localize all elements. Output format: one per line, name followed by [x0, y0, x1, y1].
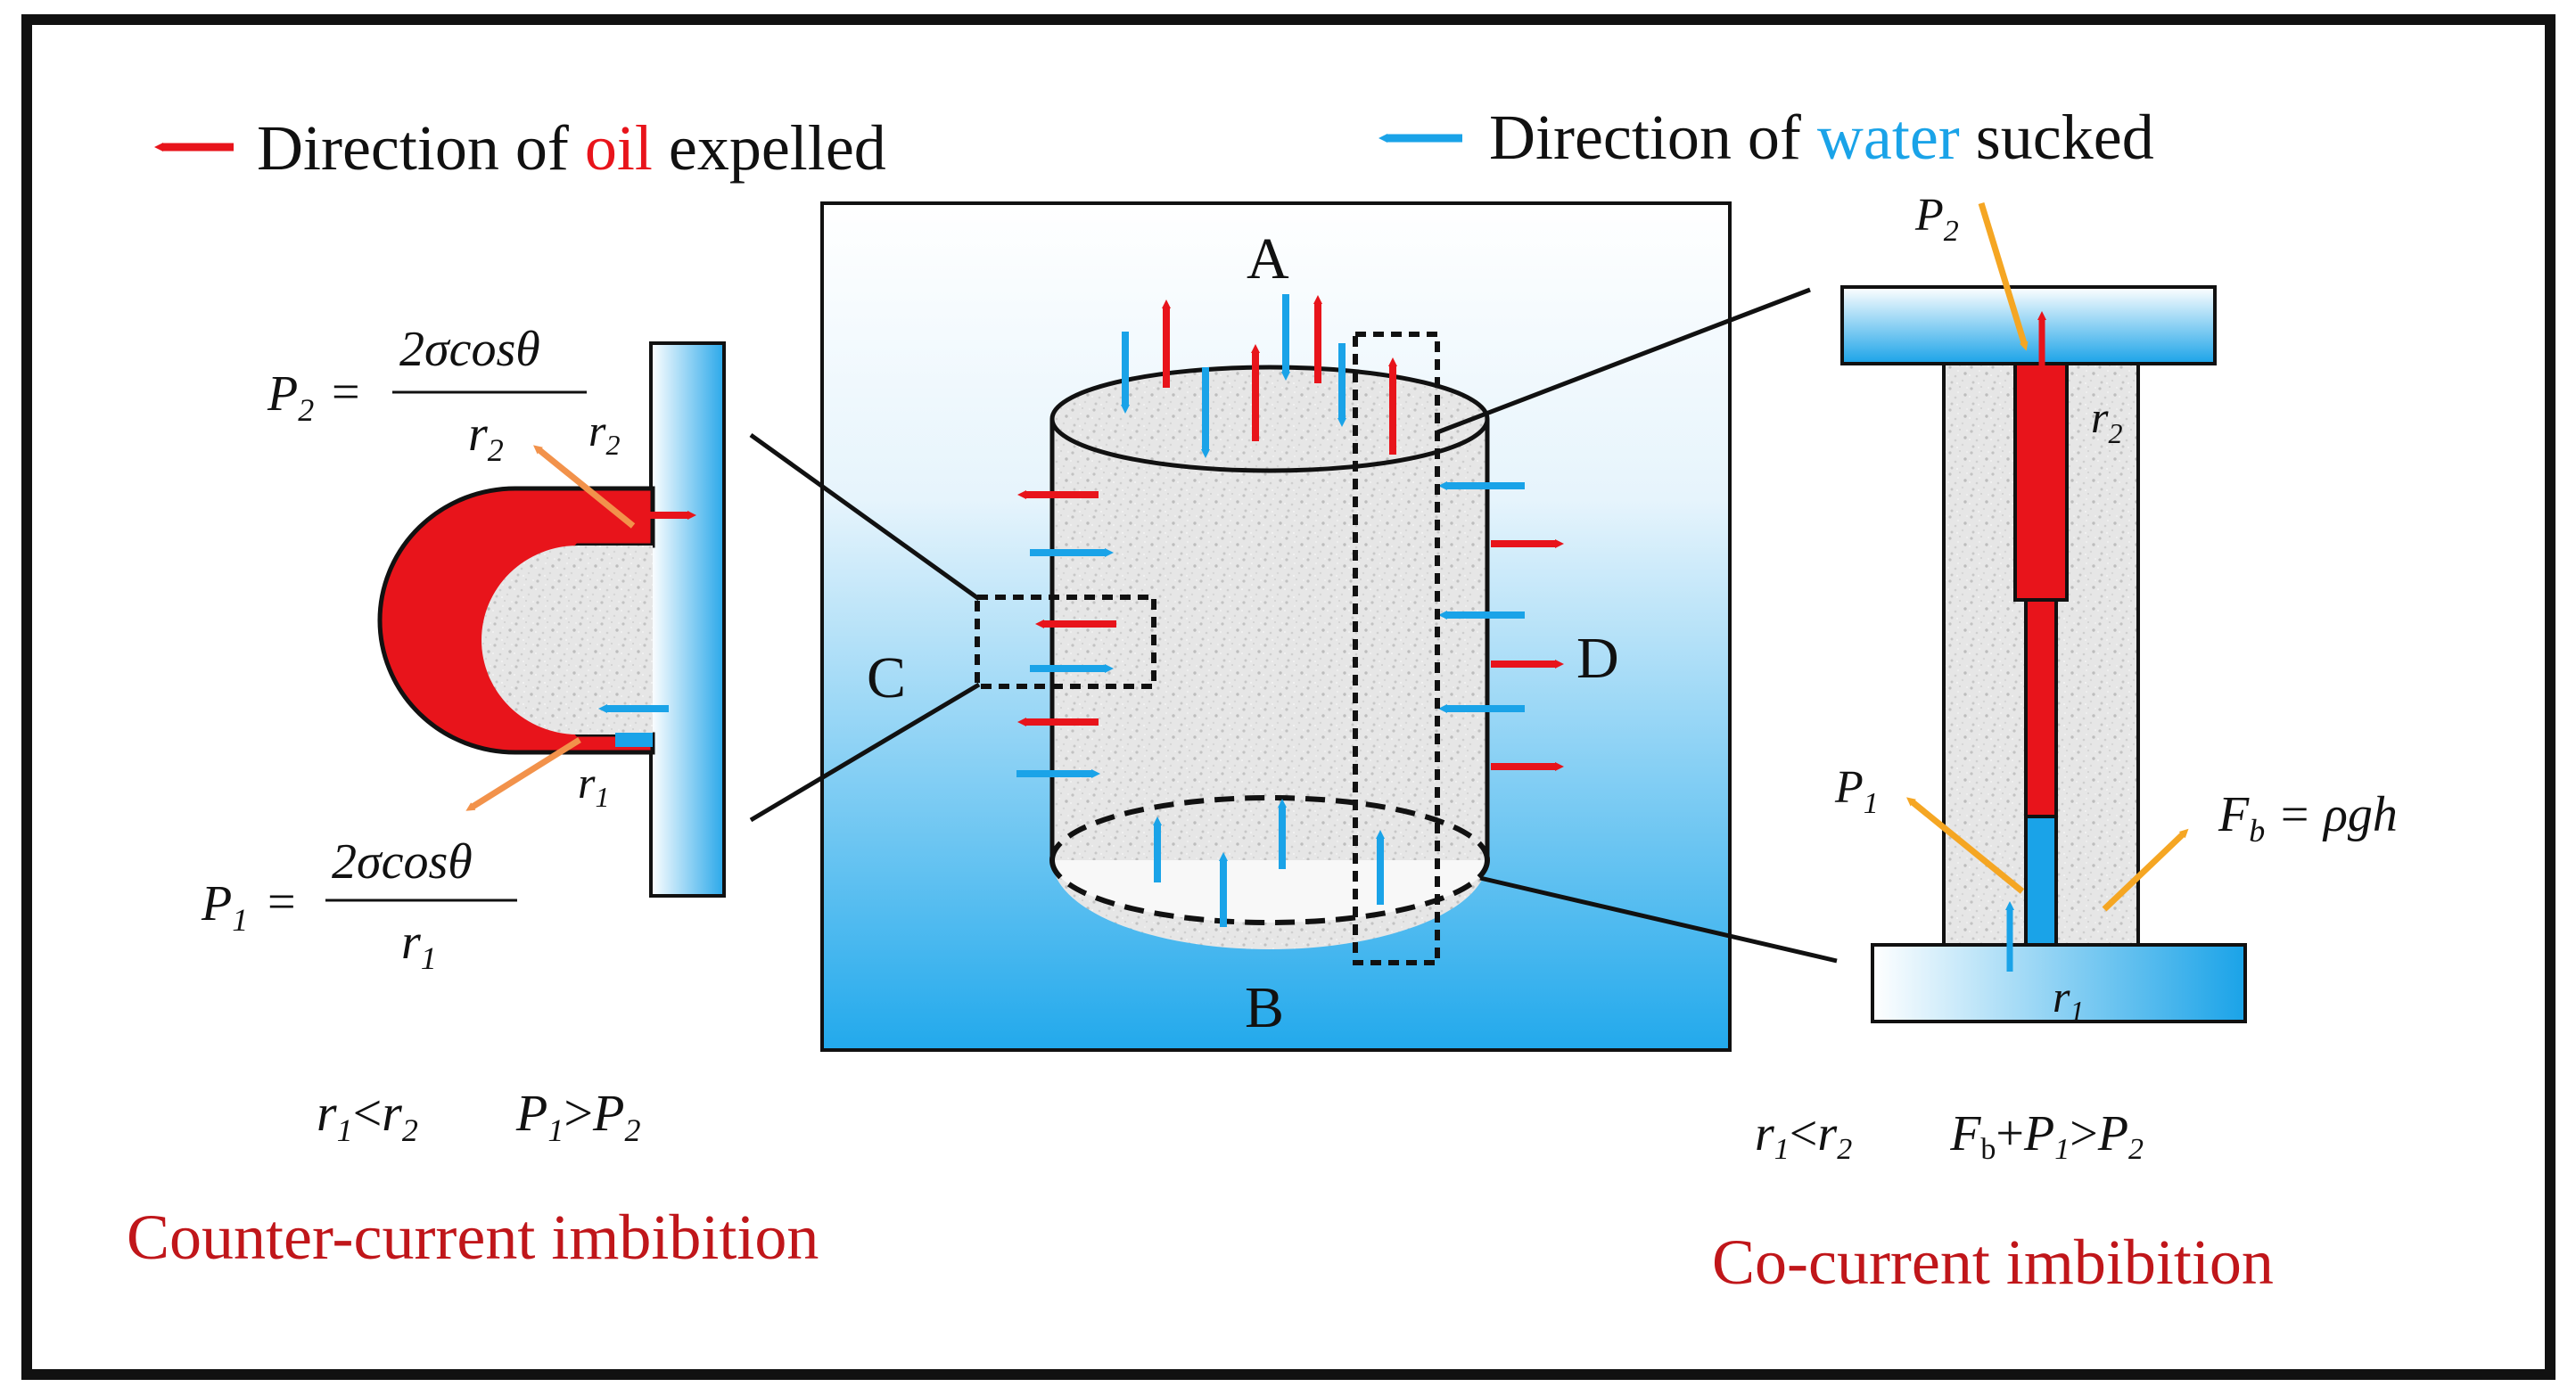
left-r1-label: r1: [578, 758, 609, 813]
left-capillary: [377, 486, 655, 755]
left-water-slug: [615, 733, 653, 747]
left-p1-lhs: P1: [201, 876, 248, 938]
top-water-arrows: [1121, 294, 1346, 458]
legend-water-word: water: [1817, 102, 1960, 173]
detail-box-d: [1353, 332, 1440, 965]
right-title: Co-current imbibition: [1712, 1227, 2274, 1298]
detail-box-c: [975, 595, 1156, 689]
label-d: D: [1576, 626, 1619, 691]
legend-water-text: Direction of water sucked: [1489, 102, 2154, 173]
left-r2-label: r2: [588, 406, 620, 461]
left-p2-lhs: P2: [267, 366, 314, 428]
right-top-plate: [1840, 285, 2217, 365]
legend-oil-word: oil: [585, 112, 653, 184]
right-bottom-plate: [1871, 943, 2247, 1023]
label-c: C: [867, 645, 906, 710]
left-title: Counter-current imbibition: [127, 1202, 819, 1273]
right-p2-label: P2: [1914, 190, 1959, 248]
left-p2-eq: =: [332, 365, 360, 420]
right-water-slug: [2024, 815, 2058, 947]
right-pressure-arrows: [1906, 201, 2189, 912]
left-p1-numerator: 2σcosθ: [332, 834, 473, 890]
legend-oil-text: Direction of oil expelled: [257, 112, 886, 184]
left-pressure-arrows: [465, 445, 636, 811]
cylinder-bottom-back: [1049, 795, 1490, 861]
rock-cylinder: [1049, 365, 1490, 949]
left-p1-eq: =: [267, 874, 296, 930]
left-p1-denominator: r1: [401, 915, 437, 976]
right-capillary: [2013, 362, 2069, 947]
label-b: B: [1245, 975, 1284, 1040]
bottom-water-arrows: [1153, 799, 1385, 927]
cylinder-top-face: [1049, 365, 1490, 473]
label-a: A: [1247, 226, 1289, 291]
left-p2-numerator: 2σcosθ: [399, 322, 540, 377]
right-side-water-arrows: [1438, 481, 1525, 713]
right-p1-label: P1: [1834, 762, 1879, 820]
left-side-oil-arrows: [1017, 490, 1116, 726]
right-r2-label: r2: [2091, 392, 2122, 449]
right-fb-equation: Fb= ρgh: [2218, 787, 2398, 849]
top-oil-arrows: [1162, 295, 1397, 455]
left-p2-denominator: r2: [468, 406, 504, 468]
right-side-oil-arrows: [1491, 539, 1564, 771]
left-fracture-plate: [649, 341, 726, 898]
right-r1-label: r1: [2053, 972, 2084, 1027]
connector-lines: [749, 287, 1838, 964]
left-side-water-arrows: [1016, 548, 1114, 778]
